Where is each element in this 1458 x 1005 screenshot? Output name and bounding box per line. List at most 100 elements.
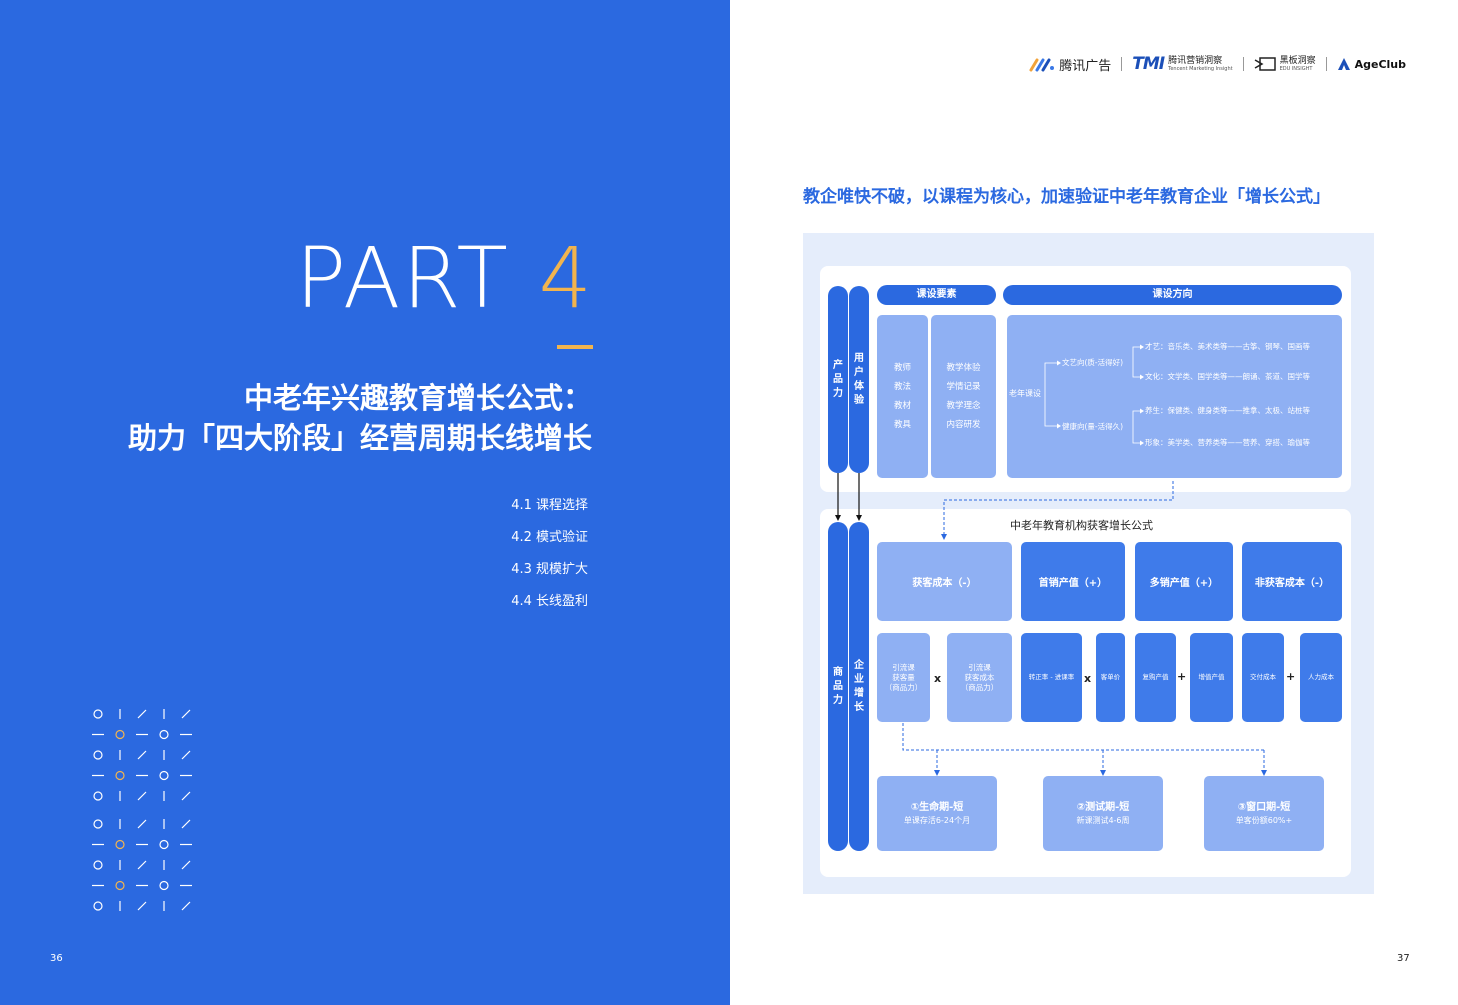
elements-column-1: 教师 教法 教材 教具 [877, 315, 928, 478]
decorative-glyph [137, 860, 147, 870]
formula-non-acquisition-cost: 非获客成本（-） [1242, 542, 1342, 621]
enterprise-growth-bar: 企业增长 [849, 522, 869, 851]
tree-connector-lines [1044, 344, 1144, 446]
stage-window: ③窗口期-短 单客份额60%+ [1204, 776, 1324, 851]
blackboard-mark-icon [1254, 57, 1276, 71]
element-item: 教师 [893, 362, 911, 373]
edu-insight-subtitle: EDU INSIGHT [1279, 65, 1313, 72]
decorative-glyph [115, 880, 125, 891]
decorative-glyph [159, 839, 169, 850]
toc-item[interactable]: 4.2 模式验证 [511, 530, 588, 545]
leadcourse-volume-box: 引流课 获客量 （商品力） [877, 633, 930, 722]
course-direction-tree: 老年课设 文艺向(质-活得好) 健康向(量-活得久) 才艺：音乐类、美术类等——… [1007, 315, 1342, 478]
part-number: 4 [538, 229, 594, 327]
product-power-bar: 产品力 [828, 286, 848, 473]
stage-desc: 单客份额60%+ [1235, 815, 1293, 825]
goods-power-bar: 商品力 [828, 522, 848, 851]
tmi-logo: TMI 腾讯营销洞察 Tencent Marketing Insight [1132, 54, 1232, 74]
slide-title: 教企唯快不破，以课程为核心，加速验证中老年教育企业「增长公式」 [803, 187, 1330, 207]
value-added-box: 增值产值 [1190, 633, 1233, 722]
tree-leaf: 养生：保健类、健身类等——推拿、太极、站桩等 [1145, 406, 1310, 415]
tmi-subtitle: Tencent Marketing Insight [1168, 65, 1233, 72]
decorative-glyph [115, 839, 125, 850]
stage-lifecycle: ①生命期-短 单课存活6-24个月 [877, 776, 997, 851]
edu-insight-name: 黑板洞察 [1279, 55, 1316, 66]
partner-logos: 腾讯广告 TMI 腾讯营销洞察 Tencent Marketing Insigh… [1029, 50, 1406, 78]
decorative-glyph [137, 901, 147, 911]
tencent-ad-mark-icon [1029, 58, 1055, 72]
logo-divider [1325, 57, 1327, 71]
tencent-ad-logo: 腾讯广告 [1029, 55, 1111, 74]
decorative-glyph [181, 901, 191, 911]
decorative-glyph [159, 729, 169, 740]
stage-testing: ②测试期-短 新课测试4-6周 [1043, 776, 1163, 851]
decorative-glyph [181, 860, 191, 870]
decorative-glyph [159, 880, 169, 891]
decorative-glyph [181, 791, 191, 801]
formula-title: 中老年教育机构获客增长公式 [1010, 519, 1153, 532]
decorative-glyph [93, 901, 103, 911]
delivery-cost-box: 交付成本 [1242, 633, 1284, 722]
element-item: 教学理念 [946, 400, 981, 411]
decorative-glyph [93, 860, 103, 870]
ageclub-text: AgeClub [1354, 57, 1406, 71]
tree-branch-arts: 文艺向(质-活得好) [1062, 358, 1124, 367]
decorative-pattern-icon [92, 709, 192, 911]
tree-leaf: 形象：美学类、营养类等——营养、穿搭、瑜伽等 [1145, 438, 1310, 447]
decorative-glyph [181, 819, 191, 829]
tree-branch-health: 健康向(量-活得久) [1062, 422, 1124, 431]
table-of-contents: 4.1 课程选择 4.2 模式验证 4.3 规模扩大 4.4 长线盈利 [511, 490, 588, 618]
part-word: PART [295, 229, 510, 327]
tree-leaf: 文化：文学类、国学类等——朗诵、茶道、国学等 [1145, 372, 1310, 381]
stage-title: ①生命期-短 [910, 801, 964, 813]
decorative-glyph [115, 729, 125, 740]
stage-title: ③窗口期-短 [1237, 801, 1291, 813]
decorative-glyph [137, 791, 147, 801]
decorative-glyph [137, 819, 147, 829]
right-page: 腾讯广告 TMI 腾讯营销洞察 Tencent Marketing Insigh… [730, 0, 1458, 1005]
element-item: 教法 [893, 381, 911, 392]
accent-underline [557, 345, 593, 349]
chapter-headline: 中老年兴趣教育增长公式： 助力「四大阶段」经营周期长线增长 [128, 378, 592, 458]
formula-first-sale-value: 首销产值（+） [1021, 542, 1125, 621]
decorative-glyph [137, 709, 147, 719]
header-course-elements: 课设要素 [877, 285, 996, 305]
stage-title: ②测试期-短 [1076, 801, 1130, 813]
toc-item[interactable]: 4.3 规模扩大 [511, 562, 588, 577]
ageclub-logo: AgeClub [1337, 57, 1406, 71]
plus-operator: + [1286, 670, 1296, 683]
decorative-glyph [137, 750, 147, 760]
stage-desc: 新课测试4-6周 [1076, 815, 1130, 825]
page-number-right: 37 [1397, 953, 1410, 964]
tencent-ad-text: 腾讯广告 [1059, 58, 1112, 74]
multiply-operator: x [934, 672, 942, 685]
edu-insight-logo: 黑板洞察 EDU INSIGHT [1254, 55, 1316, 72]
element-item: 教学体验 [946, 362, 981, 373]
diagram-background: 产品力 用户体验 商品力 企业增长 课设要素 课设方向 教师 教法 教材 教具 … [803, 233, 1374, 894]
tree-root: 老年课设 [1009, 389, 1041, 398]
left-page: PART 4 中老年兴趣教育增长公式： 助力「四大阶段」经营周期长线增长 4.1… [0, 0, 730, 1005]
formula-acquisition-cost: 获客成本（-） [877, 542, 1012, 621]
toc-item[interactable]: 4.4 长线盈利 [511, 594, 588, 609]
user-experience-bar: 用户体验 [849, 286, 869, 473]
unit-price-box: 客单价 [1096, 633, 1125, 722]
flow-connectors [835, 473, 1267, 776]
leadcourse-cost-box: 引流课 获客成本 （商品力） [947, 633, 1012, 722]
tree-leaf: 才艺：音乐类、美术类等——古筝、钢琴、国画等 [1145, 342, 1310, 351]
formula-repeat-sale-value: 多销产值（+） [1135, 542, 1233, 621]
logo-divider [1121, 57, 1123, 71]
tmi-name: 腾讯营销洞察 [1168, 55, 1223, 66]
elements-column-2: 教学体验 学情记录 教学理念 内容研发 [931, 315, 996, 478]
tmi-mark: TMI [1132, 54, 1165, 74]
toc-item[interactable]: 4.1 课程选择 [511, 498, 588, 513]
labor-cost-box: 人力成本 [1300, 633, 1342, 722]
headline-line-2: 助力「四大阶段」经营周期长线增长 [127, 421, 592, 455]
decorative-glyph [181, 709, 191, 719]
ageclub-mark-icon [1337, 58, 1350, 70]
decorative-glyph [159, 770, 169, 781]
stage-desc: 单课存活6-24个月 [903, 815, 971, 825]
element-item: 内容研发 [946, 419, 981, 430]
decorative-glyph [93, 750, 103, 760]
part-title: PART 4 [296, 236, 594, 320]
decorative-glyph [93, 791, 103, 801]
